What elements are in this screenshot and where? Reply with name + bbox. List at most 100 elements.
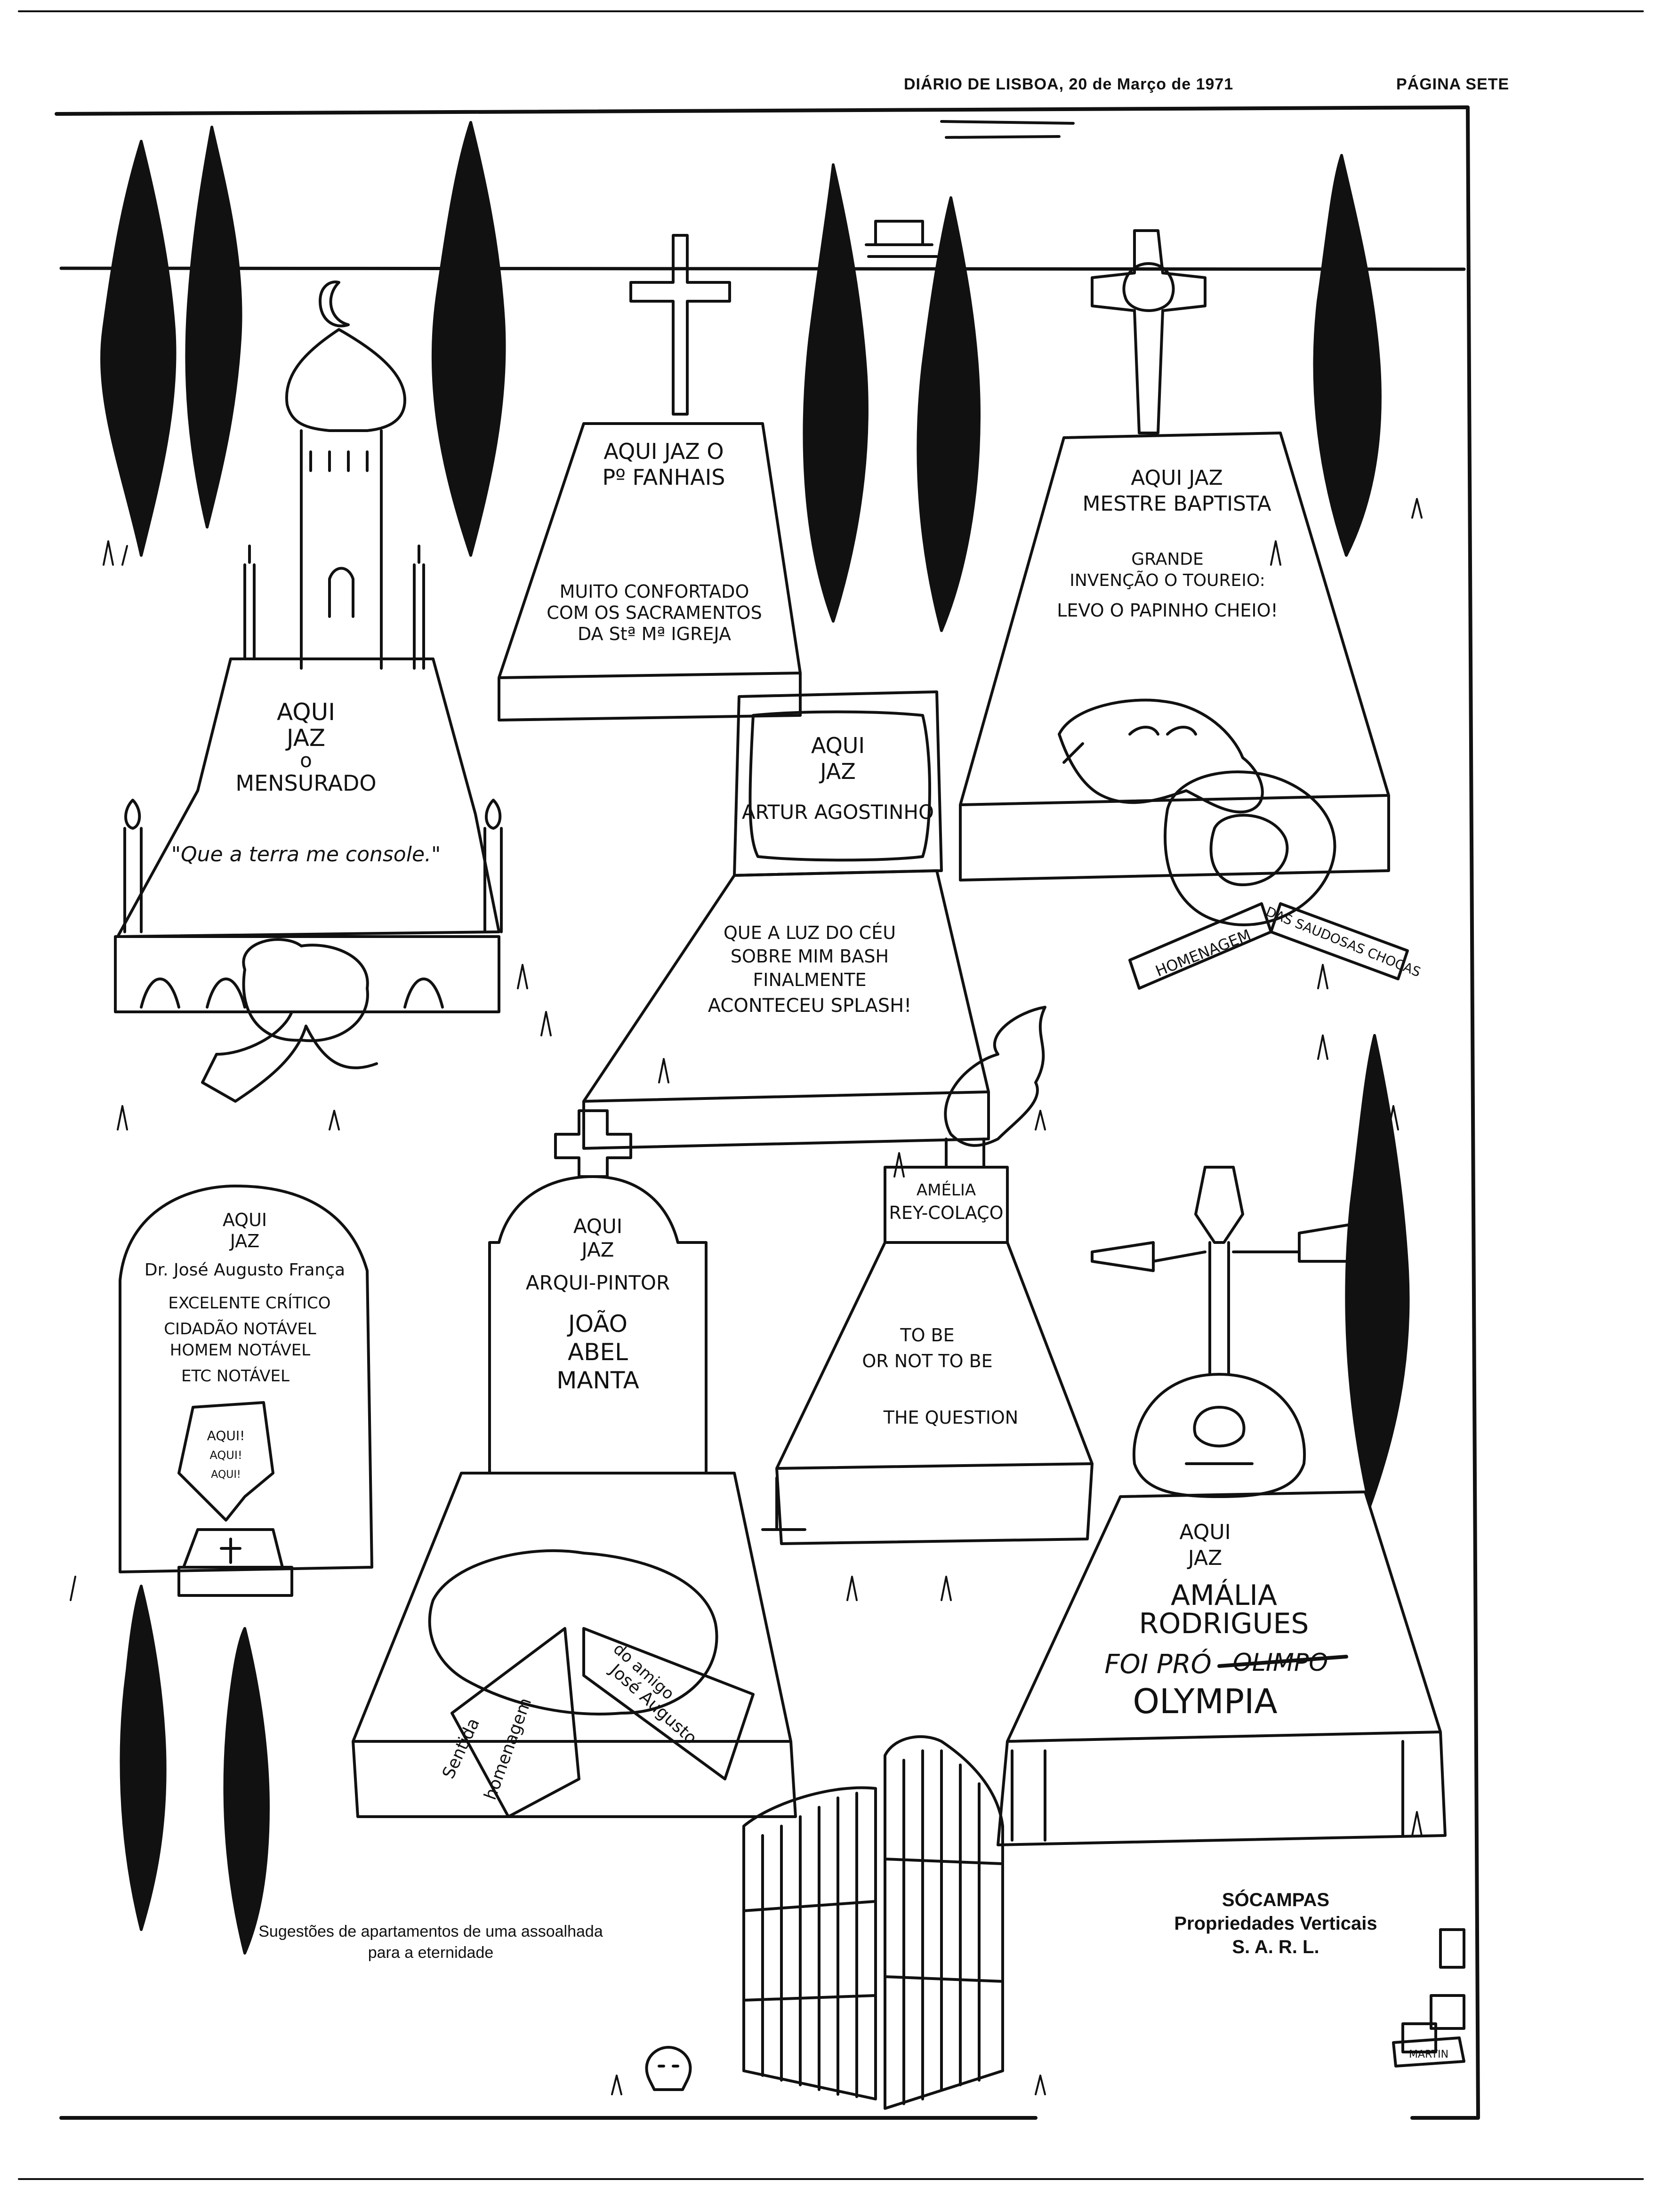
crescent-moon-icon bbox=[319, 281, 350, 328]
cemetery-gates bbox=[645, 1735, 1004, 2110]
grave-amalia-line2: JAZ bbox=[1187, 1546, 1222, 1570]
artist-signature: MARTIN bbox=[1409, 2049, 1448, 2060]
strikethrough-olimpo bbox=[1217, 1655, 1348, 1668]
bull-head-icon bbox=[1058, 698, 1264, 814]
grave-fanhais-epitaph3: DA Stª Mª IGREJA bbox=[578, 624, 731, 644]
grave-franca-line1: AQUI bbox=[223, 1210, 267, 1230]
grave-manta-line4: JOÃO bbox=[567, 1310, 627, 1338]
grave-franca-arrow3: AQUI! bbox=[211, 1469, 241, 1481]
tombstone-slab bbox=[352, 1472, 797, 1818]
grave-baptista-epitaph1: GRANDE bbox=[1131, 550, 1203, 569]
wall-bricks-right bbox=[1401, 1928, 1465, 2053]
caption-line1: Sugestões de apartamentos de uma assoalh… bbox=[258, 1923, 603, 1940]
grave-manta-line2: JAZ bbox=[580, 1238, 614, 1261]
tombstone-slab bbox=[761, 1241, 1094, 1545]
company-line2: Propriedades Verticais bbox=[1174, 1913, 1377, 1934]
cypress-tree-4 bbox=[803, 163, 869, 623]
signature-box bbox=[1392, 2036, 1465, 2068]
grave-baptista-epitaph2: INVENÇÃO O TOUREIO: bbox=[1070, 570, 1265, 590]
post-left bbox=[123, 799, 143, 933]
cypress-tree-7 bbox=[1345, 1034, 1410, 1507]
grave-mensurado-line3: o bbox=[300, 749, 312, 772]
grave-manta-line6: MANTA bbox=[556, 1367, 639, 1394]
grave-manta-line1: AQUI bbox=[573, 1215, 622, 1238]
caption-line2: para a eternidade bbox=[368, 1944, 494, 1962]
cypress-tree-5 bbox=[917, 196, 981, 632]
cross-icon bbox=[629, 234, 731, 416]
grave-franca-line7: ETC NOTÁVEL bbox=[181, 1366, 290, 1386]
candle-right bbox=[413, 545, 425, 670]
grave-agostinho-epitaph2: SOBRE MIM BASH bbox=[731, 946, 889, 967]
grave-mensurado-line1: AQUI bbox=[277, 698, 335, 726]
grave-franca-line6: HOMEM NOTÁVEL bbox=[170, 1340, 310, 1360]
tombstone-slab bbox=[119, 1185, 373, 1573]
grave-amalia-line3: AMÁLIA bbox=[1171, 1579, 1277, 1612]
grave-mensurado-line2: JAZ bbox=[285, 724, 325, 752]
grave-franca: AQUI JAZ Dr. José Augusto França EXCELEN… bbox=[119, 1185, 373, 1597]
cypress-tree-8 bbox=[120, 1585, 167, 1931]
company-line3: S. A. R. L. bbox=[1232, 1937, 1319, 1957]
grave-amelia-epitaph2: OR NOT TO BE bbox=[862, 1351, 992, 1371]
grave-mensurado-line4: MENSURADO bbox=[235, 770, 376, 796]
grave-fanhais-line2: Pº FANHAIS bbox=[603, 465, 725, 490]
grave-agostinho-line2: JAZ bbox=[819, 759, 856, 784]
tv-set-icon bbox=[733, 690, 943, 877]
grave-fanhais-epitaph2: COM OS SACRAMENTOS bbox=[547, 602, 762, 623]
company-line1: SÓCAMPAS bbox=[1222, 1889, 1329, 1910]
minaret-tower bbox=[300, 429, 383, 670]
grave-amelia-line2: REY-COLAÇO bbox=[889, 1202, 1003, 1223]
grave-agostinho-epitaph4: ACONTECEU SPLASH! bbox=[708, 995, 911, 1017]
ribbon-baptista-right: DAS SAUDOSAS CHOCAS bbox=[1263, 904, 1423, 980]
tombstone-slab bbox=[997, 1491, 1447, 1846]
cemetery-wall bbox=[59, 266, 1466, 271]
grave-manta-line5: ABEL bbox=[568, 1338, 628, 1366]
cartoon-frame bbox=[55, 105, 1480, 2120]
grave-mensurado-epitaph: "Que a terra me console." bbox=[171, 842, 441, 866]
tombstone-slab bbox=[582, 869, 990, 1150]
wreath-baptista bbox=[1164, 770, 1336, 927]
grave-mensurado: AQUI JAZ o MENSURADO "Que a terra me con… bbox=[114, 281, 503, 1103]
small-plinth bbox=[177, 1528, 293, 1597]
grave-amalia: AQUI JAZ AMÁLIA RODRIGUES FOI PRÓ OLIMPO… bbox=[997, 1166, 1447, 1846]
guitar-icon bbox=[1091, 1166, 1357, 1498]
cross-icon bbox=[554, 1109, 632, 1178]
grave-fanhais-epitaph1: MUITO CONFORTADO bbox=[560, 581, 749, 602]
candle-left bbox=[243, 545, 256, 660]
wall-bricks bbox=[865, 120, 1075, 258]
grass-tufts bbox=[70, 498, 1423, 2095]
ribbon-baptista-left: HOMENAGEM bbox=[1153, 926, 1254, 980]
ribbon-manta-left2: homenagem bbox=[481, 1695, 535, 1802]
grave-franca-line5: CIDADÃO NOTÁVEL bbox=[164, 1319, 316, 1338]
grave-franca-line3: Dr. José Augusto França bbox=[145, 1260, 345, 1280]
publication-date: DIÁRIO DE LISBOA, 20 de Março de 1971 bbox=[904, 75, 1234, 93]
grave-baptista-line1: AQUI JAZ bbox=[1131, 466, 1223, 490]
grave-amelia: AMÉLIA REY-COLAÇO TO BE OR NOT TO BE THE… bbox=[761, 1006, 1094, 1545]
headstone bbox=[488, 1175, 708, 1475]
grave-manta-line3: ARQUI-PINTOR bbox=[526, 1271, 670, 1294]
grave-agostinho-epitaph3: FINALMENTE bbox=[753, 970, 866, 990]
grave-agostinho-line1: AQUI bbox=[811, 733, 865, 758]
grave-amelia-line1: AMÉLIA bbox=[917, 1180, 976, 1200]
cypress-tree-2 bbox=[185, 126, 242, 529]
ribbon-manta-left1: Sentida bbox=[439, 1715, 483, 1781]
grave-amelia-epitaph3: THE QUESTION bbox=[883, 1407, 1018, 1428]
minaret-dome bbox=[285, 328, 406, 432]
ribbon-baptista bbox=[1128, 902, 1409, 990]
grave-franca-line4: EXCELENTE CRÍTICO bbox=[168, 1293, 330, 1313]
grave-fanhais: AQUI JAZ O Pº FANHAIS MUITO CONFORTADO C… bbox=[498, 234, 802, 721]
tombstone-slab bbox=[116, 657, 500, 938]
celtic-cross-icon bbox=[1091, 229, 1207, 434]
grave-franca-line2: JAZ bbox=[229, 1231, 260, 1251]
tombstone-slab bbox=[959, 432, 1390, 882]
grave-baptista-epitaph3: LEVO O PAPINHO CHEIO! bbox=[1057, 600, 1278, 621]
grave-baptista-line2: MESTRE BAPTISTA bbox=[1082, 492, 1271, 516]
grave-agostinho-line3: ARTUR AGOSTINHO bbox=[742, 801, 934, 824]
ribbon-manta bbox=[450, 1627, 755, 1818]
cypress-tree-6 bbox=[1313, 154, 1382, 557]
post-right bbox=[483, 799, 503, 933]
skull-icon bbox=[645, 2046, 692, 2091]
gate-left bbox=[742, 1786, 877, 2100]
grave-agostinho-epitaph1: QUE A LUZ DO CÉU bbox=[724, 922, 896, 943]
